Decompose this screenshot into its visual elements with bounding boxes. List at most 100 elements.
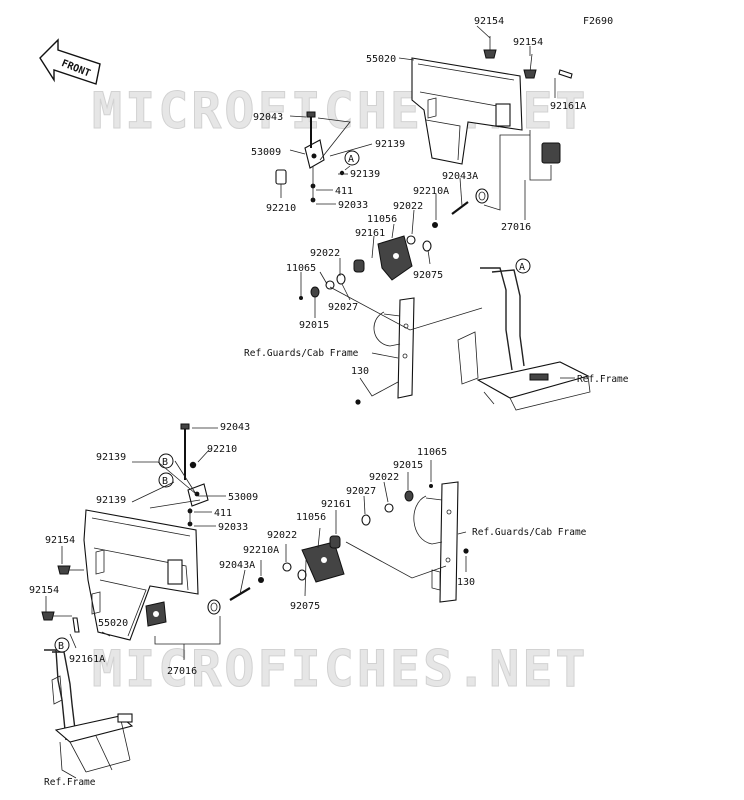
screw-92154-upper-b [523, 53, 537, 79]
nut-11065-lower [429, 484, 433, 488]
pin-92161a-lower [72, 617, 80, 633]
washer-92015-lower [404, 490, 414, 502]
svg-text:B: B [162, 476, 168, 487]
label-11065-upper: 11065 [286, 263, 316, 274]
guard-cab-frame-upper [373, 297, 415, 399]
tail-light-housing-upper [411, 57, 523, 165]
bolt-130-lower [463, 548, 469, 554]
nut-92210a-upper [432, 222, 438, 228]
label-92161a-upper: 92161A [550, 101, 586, 112]
label-411-upper: 411 [335, 186, 353, 197]
label-ref-guards-lower: Ref.Guards/Cab Frame [472, 527, 587, 538]
label-92043a-upper: 92043A [442, 171, 478, 182]
screw-92154-lower-b [41, 611, 72, 621]
label-11056-upper: 11056 [367, 214, 397, 225]
svg-text:B: B [58, 641, 64, 652]
nut-92210-lower [189, 461, 197, 469]
label-11056-lower: 11056 [296, 512, 326, 523]
lower-assembly: B B [29, 422, 587, 788]
bracket-53009-upper [304, 139, 325, 169]
label-ref-frame-lower: Ref.Frame [44, 777, 96, 788]
callout-b-frame: B [54, 637, 70, 653]
washer-92015-upper [310, 286, 320, 298]
vehicle-frame-upper [457, 267, 591, 411]
mount-plate-11056-lower [301, 541, 345, 583]
leader-lines-upper [280, 25, 575, 397]
callout-a-frame: A [515, 258, 531, 274]
label-92022-upper-a: 92022 [393, 201, 423, 212]
label-92161-upper: 92161 [355, 228, 385, 239]
label-ref-frame-upper: Ref.Frame [577, 374, 629, 385]
nut-92210-upper [275, 169, 287, 185]
pin-92161a-upper [558, 69, 573, 79]
nut-11065-upper [299, 296, 303, 300]
lamp-socket-27016-upper [475, 142, 561, 204]
label-411-lower: 411 [214, 508, 232, 519]
callout-a-upper: A [344, 150, 360, 166]
spacer-92075-upper [422, 240, 432, 252]
screw-92154-upper-a [483, 36, 497, 59]
label-92033-upper: 92033 [338, 200, 368, 211]
grommet-92161-lower [329, 535, 341, 549]
screw-92154-lower-a [57, 565, 84, 575]
label-53009-upper: 53009 [251, 147, 281, 158]
label-92139-lower-b: 92139 [96, 495, 126, 506]
label-92043a-lower: 92043A [219, 560, 255, 571]
label-92154-upper-b: 92154 [513, 37, 543, 48]
collar-92027-lower [361, 514, 371, 526]
label-92033-lower: 92033 [218, 522, 248, 533]
watermark-bottom: MICROFICHES.NET [92, 640, 589, 698]
label-27016-lower: 27016 [167, 666, 197, 677]
nut-92210a-lower [258, 577, 264, 583]
screw-92139-upper [339, 170, 345, 176]
label-27016-upper: 27016 [501, 222, 531, 233]
label-92043-lower: 92043 [220, 422, 250, 433]
label-92210-lower: 92210 [207, 444, 237, 455]
grommet-92161-upper [353, 259, 365, 273]
lamp-socket-27016-lower [145, 599, 221, 627]
front-arrow-icon: FRONT [39, 38, 101, 85]
mount-plate-11056-upper [377, 235, 413, 281]
label-130-upper: 130 [351, 366, 369, 377]
washer-92022-upper-b [325, 280, 335, 290]
bracket-53009-lower [187, 483, 209, 507]
label-55020-lower: 55020 [98, 618, 128, 629]
vehicle-frame-lower [44, 649, 134, 779]
washer-92022-upper-a [406, 235, 416, 245]
label-92210a-upper: 92210A [413, 186, 449, 197]
washer-92022-lower-a [384, 503, 394, 513]
label-92075-upper: 92075 [413, 270, 443, 281]
label-92027-upper: 92027 [328, 302, 358, 313]
label-92075-lower: 92075 [290, 601, 320, 612]
label-92161a-lower: 92161A [69, 654, 105, 665]
label-92022-lower-b: 92022 [267, 530, 297, 541]
bolt-92043-lower [180, 423, 190, 480]
label-92154-lower-a: 92154 [45, 535, 75, 546]
leader-lines-lower [45, 427, 467, 660]
label-130-lower: 130 [457, 577, 475, 588]
svg-text:A: A [519, 262, 525, 273]
label-92139-upper-a: 92139 [375, 139, 405, 150]
svg-text:A: A [348, 154, 354, 165]
label-92161-lower: 92161 [321, 499, 351, 510]
label-92022-lower-a: 92022 [369, 472, 399, 483]
label-92139-upper-b: 92139 [350, 169, 380, 180]
callout-b-lower-a: B [158, 453, 174, 469]
callout-b-lower-b: B [158, 472, 174, 488]
label-92043-upper: 92043 [253, 112, 283, 123]
bolt-92043a-upper [451, 201, 469, 215]
label-92015-upper: 92015 [299, 320, 329, 331]
bolt-130-upper [355, 399, 361, 405]
spacer-92075-lower [297, 569, 307, 581]
washer-92022-lower-b [282, 562, 292, 572]
label-92022-upper-b: 92022 [310, 248, 340, 259]
label-92210-upper: 92210 [266, 203, 296, 214]
collar-92027-upper [336, 273, 346, 285]
upper-assembly: A [244, 16, 629, 411]
label-92210a-lower: 92210A [243, 545, 279, 556]
label-92154-lower-b: 92154 [29, 585, 59, 596]
label-53009-lower: 53009 [228, 492, 258, 503]
svg-text:B: B [162, 457, 168, 468]
label-92139-lower-a: 92139 [96, 452, 126, 463]
